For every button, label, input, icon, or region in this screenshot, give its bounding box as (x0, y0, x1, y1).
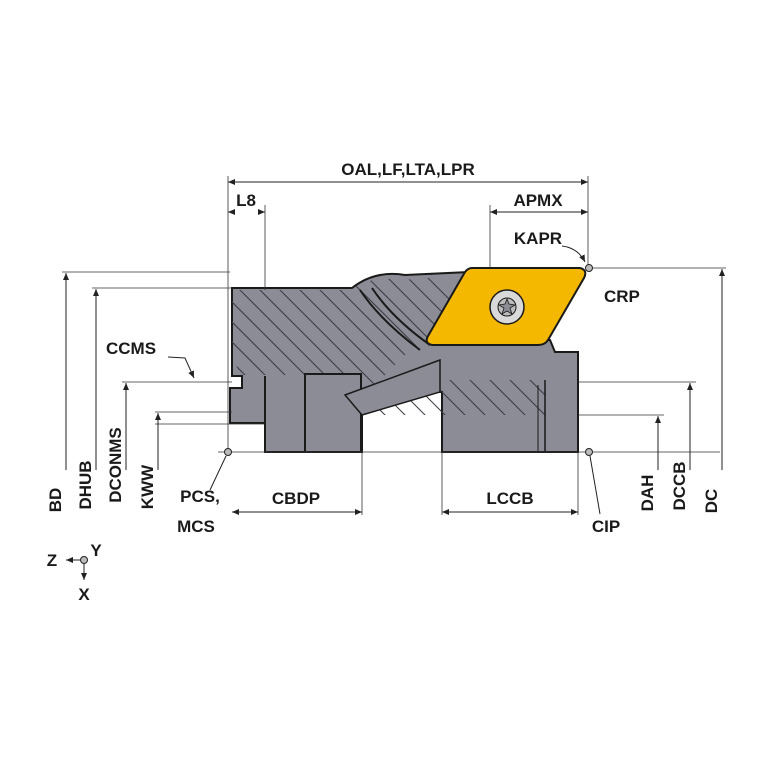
label-dccb: DCCB (670, 461, 689, 510)
axis-label-y: Y (90, 541, 102, 560)
cip-point-icon (585, 448, 593, 456)
label-dc: DC (702, 489, 721, 514)
label-dconms: DCONMS (106, 427, 125, 503)
label-l8: L8 (236, 191, 256, 210)
label-kapr: KAPR (514, 229, 562, 248)
axis-label-z: Z (47, 551, 57, 570)
label-mcs: MCS (177, 517, 215, 536)
label-dhub: DHUB (76, 460, 95, 509)
label-cbdp: CBDP (272, 489, 320, 508)
label-pcs: PCS, (180, 487, 220, 506)
cutting-insert (425, 267, 587, 346)
label-dah: DAH (638, 475, 657, 512)
label-bd: BD (46, 488, 65, 513)
label-apmx: APMX (513, 191, 563, 210)
axis-label-x: X (78, 585, 90, 604)
coordinate-axes-icon (66, 556, 88, 580)
label-cip: CIP (592, 517, 620, 536)
dimension-lines (63, 179, 725, 515)
pcs-point-icon (224, 448, 232, 456)
label-oal: OAL,LF,LTA,LPR (341, 160, 474, 179)
label-lccb: LCCB (486, 489, 533, 508)
label-ccms: CCMS (106, 339, 156, 358)
crp-point-icon (585, 264, 593, 272)
label-crp: CRP (604, 287, 640, 306)
extension-lines (62, 176, 726, 515)
label-kww: KWW (138, 464, 157, 509)
